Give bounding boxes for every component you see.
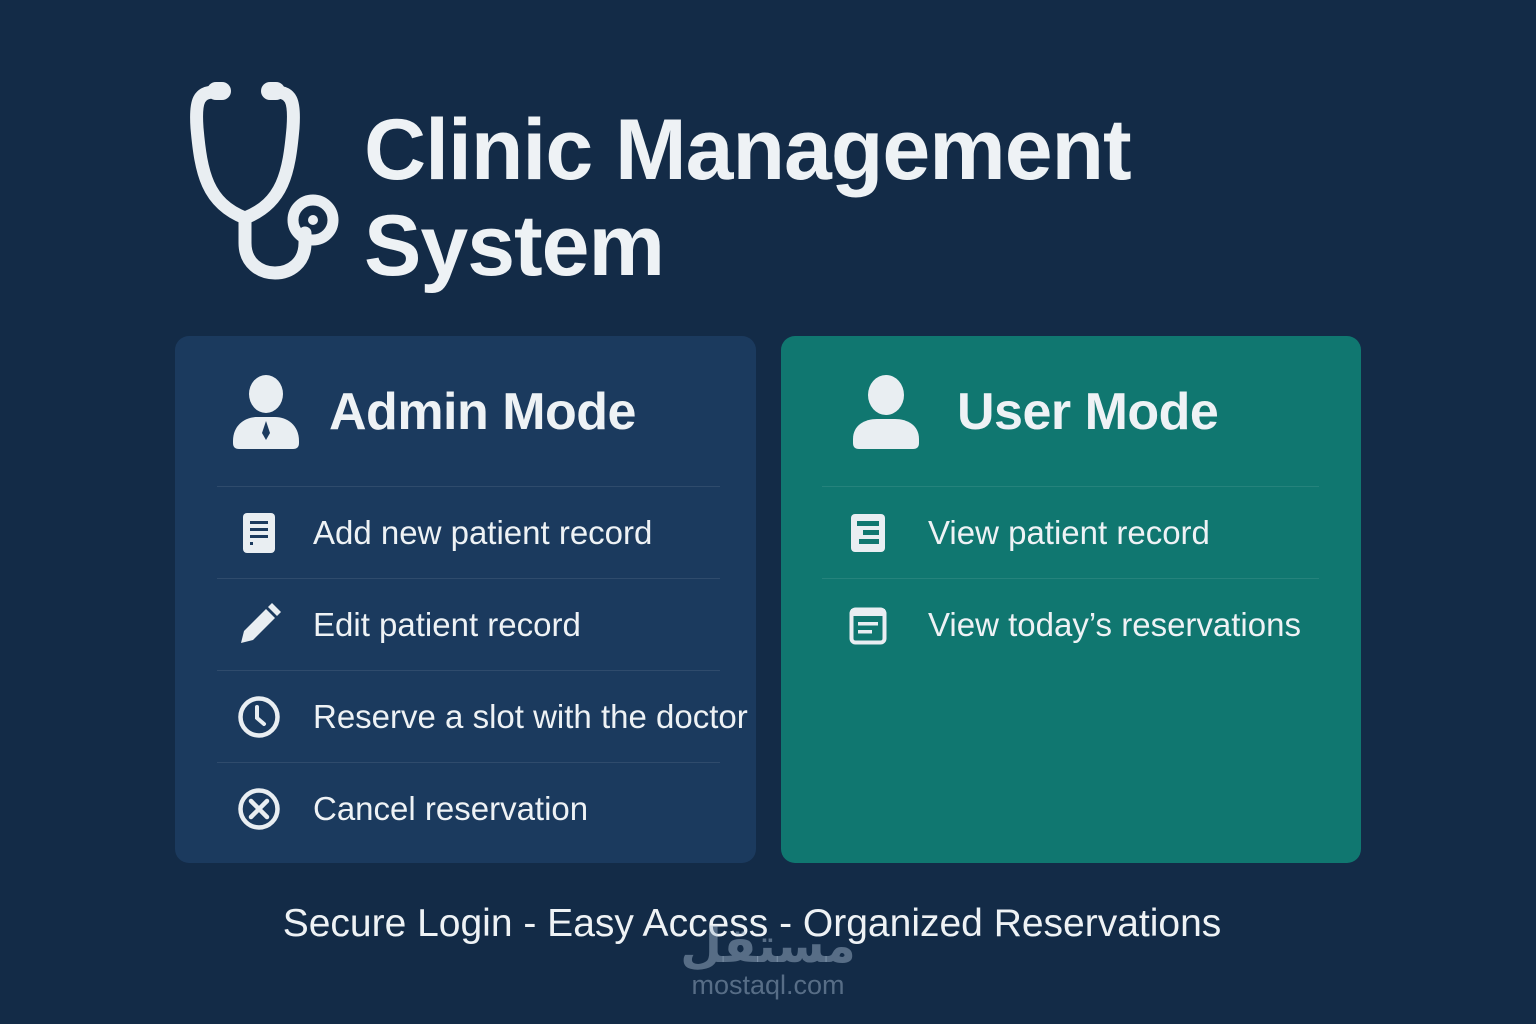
- watermark-latin: mostaql.com: [691, 970, 845, 1000]
- title-line-2: System: [364, 198, 665, 294]
- title-line-1: Clinic Management: [364, 102, 1132, 198]
- menu-item-label: View today’s reservations: [928, 605, 1301, 643]
- admin-mode-title: Admin Mode: [329, 383, 636, 441]
- pencil-icon: [241, 602, 281, 643]
- menu-item-edit-patient-record[interactable]: Edit patient record: [217, 578, 720, 670]
- cancel-circle-icon: [238, 787, 280, 830]
- menu-item-label: Add new patient record: [313, 513, 653, 551]
- menu-item-view-patient-record[interactable]: View patient record: [822, 486, 1319, 578]
- document-icon: [243, 512, 275, 553]
- menu-item-label: Edit patient record: [313, 605, 581, 643]
- app-header: [185, 78, 345, 288]
- page-title: Clinic Management System: [364, 102, 1132, 294]
- stethoscope-icon: [190, 82, 339, 280]
- user-icon: [853, 375, 919, 449]
- clock-icon: [238, 695, 280, 738]
- menu-item-cancel-reservation[interactable]: Cancel reservation: [217, 762, 720, 854]
- menu-item-label: View patient record: [928, 513, 1210, 551]
- menu-item-label: Cancel reservation: [313, 789, 589, 827]
- admin-mode-card[interactable]: Admin Mode Add new patient record: [175, 336, 756, 863]
- menu-item-view-todays-reservations[interactable]: View today’s reservations: [822, 578, 1319, 670]
- menu-item-add-patient-record[interactable]: Add new patient record: [217, 486, 720, 578]
- user-card-header: User Mode: [851, 374, 1219, 450]
- admin-menu: Add new patient record Edit patient reco…: [217, 486, 748, 854]
- menu-item-label: Reserve a slot with the doctor: [313, 697, 748, 735]
- user-mode-card[interactable]: User Mode View patient record: [781, 336, 1361, 863]
- watermark-arabic: مستقل: [680, 918, 856, 974]
- admin-user-icon: [233, 375, 299, 449]
- calendar-icon: [849, 607, 887, 644]
- tagline: Secure Login - Easy Access - Organized R…: [282, 902, 1222, 945]
- user-mode-title: User Mode: [957, 383, 1219, 441]
- admin-card-header: Admin Mode: [231, 374, 636, 450]
- user-menu: View patient record View today’s reserva…: [822, 486, 1319, 670]
- menu-item-reserve-slot[interactable]: Reserve a slot with the doctor: [217, 670, 748, 762]
- record-icon: [851, 513, 885, 552]
